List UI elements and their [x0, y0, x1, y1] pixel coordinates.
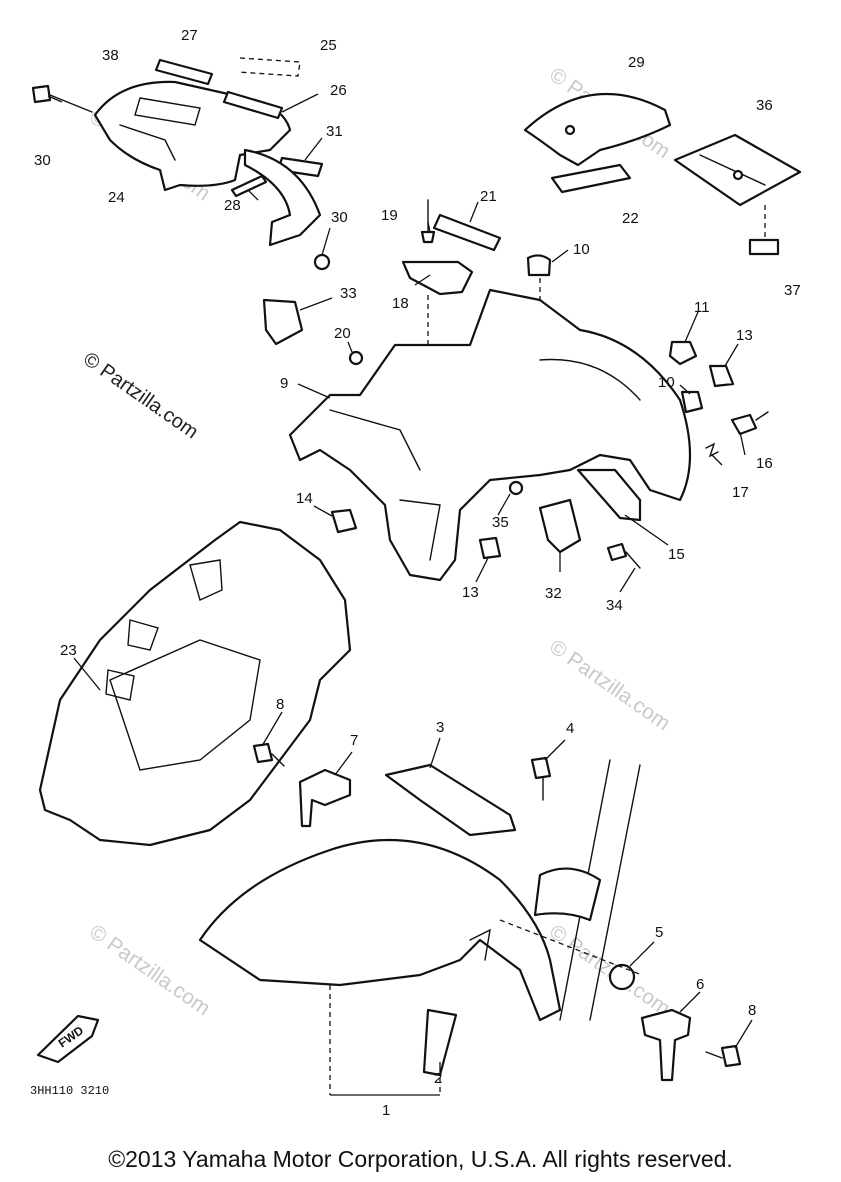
callout-33: 33 — [340, 285, 357, 302]
part-bolt-8b — [705, 1044, 742, 1068]
callout-7: 7 — [350, 732, 358, 749]
watermark: © Partzilla.com — [79, 348, 202, 443]
part-grommet-12 — [668, 340, 698, 366]
callout-9: 9 — [280, 375, 288, 392]
callout-31: 31 — [326, 123, 343, 140]
callout-17: 17 — [732, 484, 749, 501]
part-guard-29 — [523, 92, 672, 167]
part-plate-22 — [550, 163, 632, 194]
part-panel-36 — [673, 133, 802, 207]
fwd-arrow-icon: FWD — [36, 1014, 100, 1064]
part-washer-35 — [508, 480, 524, 496]
callout-28: 28 — [224, 197, 241, 214]
part-rivet-16 — [730, 411, 769, 436]
callouts: 38 27 25 26 30 24 31 28 30 29 36 22 37 2… — [34, 27, 801, 1119]
callout-12: 11 — [694, 299, 710, 316]
callout-38: 38 — [102, 47, 119, 64]
callout-16: 16 — [756, 455, 773, 472]
part-grommet-11 — [526, 254, 552, 277]
part-grommet-5 — [608, 963, 636, 991]
callout-30b: 30 — [331, 209, 348, 226]
callout-5: 5 — [655, 924, 663, 941]
callout-3: 3 — [436, 719, 444, 736]
callout-26: 26 — [330, 82, 347, 99]
part-bracket-21 — [432, 213, 502, 252]
callout-6: 6 — [696, 976, 704, 993]
copyright-notice: ©2013 Yamaha Motor Corporation, U.S.A. A… — [108, 1146, 733, 1172]
part-nut-20 — [348, 350, 364, 366]
part-screw-13b — [478, 536, 502, 560]
callout-18: 18 — [392, 295, 409, 312]
part-bolt-34 — [606, 542, 641, 569]
part-bracket-18 — [401, 260, 474, 296]
part-bolt-4 — [530, 756, 552, 801]
callout-8: 8 — [276, 696, 284, 713]
part-bolt-19 — [420, 199, 436, 244]
callout-21: 21 — [480, 188, 497, 205]
part-outline-25 — [237, 57, 301, 77]
callout-14: 14 — [296, 490, 313, 507]
part-side-cover-23 — [38, 520, 352, 847]
part-pin-28 — [230, 174, 268, 198]
part-inner-fender-9 — [288, 288, 692, 582]
callout-10: 10 — [658, 374, 675, 391]
part-bolt-38 — [31, 84, 93, 113]
callout-2: 2 — [434, 1070, 442, 1087]
callout-13b: 13 — [462, 584, 479, 601]
part-spring-17 — [705, 442, 719, 458]
callout-30: 30 — [34, 152, 51, 169]
callout-36: 36 — [756, 97, 773, 114]
callout-1: 1 — [382, 1102, 390, 1119]
callout-8b: 8 — [748, 1002, 756, 1019]
callout-29: 29 — [628, 54, 645, 71]
callout-4: 4 — [566, 720, 574, 737]
part-bracket-7 — [298, 768, 352, 828]
part-strip-26 — [222, 90, 284, 120]
part-grommet-10 — [680, 390, 704, 414]
callout-25: 25 — [320, 37, 337, 54]
callout-22: 22 — [622, 210, 639, 227]
part-screw-13 — [708, 364, 735, 388]
part-bracket-32 — [538, 498, 582, 554]
callout-34: 34 — [606, 597, 623, 614]
part-bracket-6 — [640, 1008, 692, 1082]
callout-27: 27 — [181, 27, 198, 44]
part-bracket-33 — [262, 298, 304, 346]
part-strip-27 — [154, 58, 214, 86]
diagram-code: 3HH110 3210 — [30, 1084, 109, 1098]
callout-32: 32 — [545, 585, 562, 602]
callout-35: 35 — [492, 514, 509, 531]
leader-lines — [47, 93, 753, 1075]
part-damper-37 — [748, 238, 780, 256]
callout-23: 23 — [60, 642, 77, 659]
part-front-fender-1 — [198, 838, 562, 1022]
watermark: © Partzilla.com — [85, 920, 214, 1020]
callout-15: 15 — [668, 546, 685, 563]
callout-24: 24 — [108, 189, 125, 206]
watermark: © Partzilla.com — [545, 635, 674, 735]
callout-20: 20 — [334, 325, 351, 342]
part-bracket-15 — [576, 468, 642, 522]
part-plate-3 — [384, 763, 517, 837]
callout-11: 10 — [573, 241, 590, 258]
part-clip-14 — [330, 508, 358, 534]
part-fork-tube — [533, 759, 641, 1021]
callout-19: 19 — [381, 207, 398, 224]
callout-13: 13 — [736, 327, 753, 344]
callout-37: 37 — [784, 282, 801, 299]
